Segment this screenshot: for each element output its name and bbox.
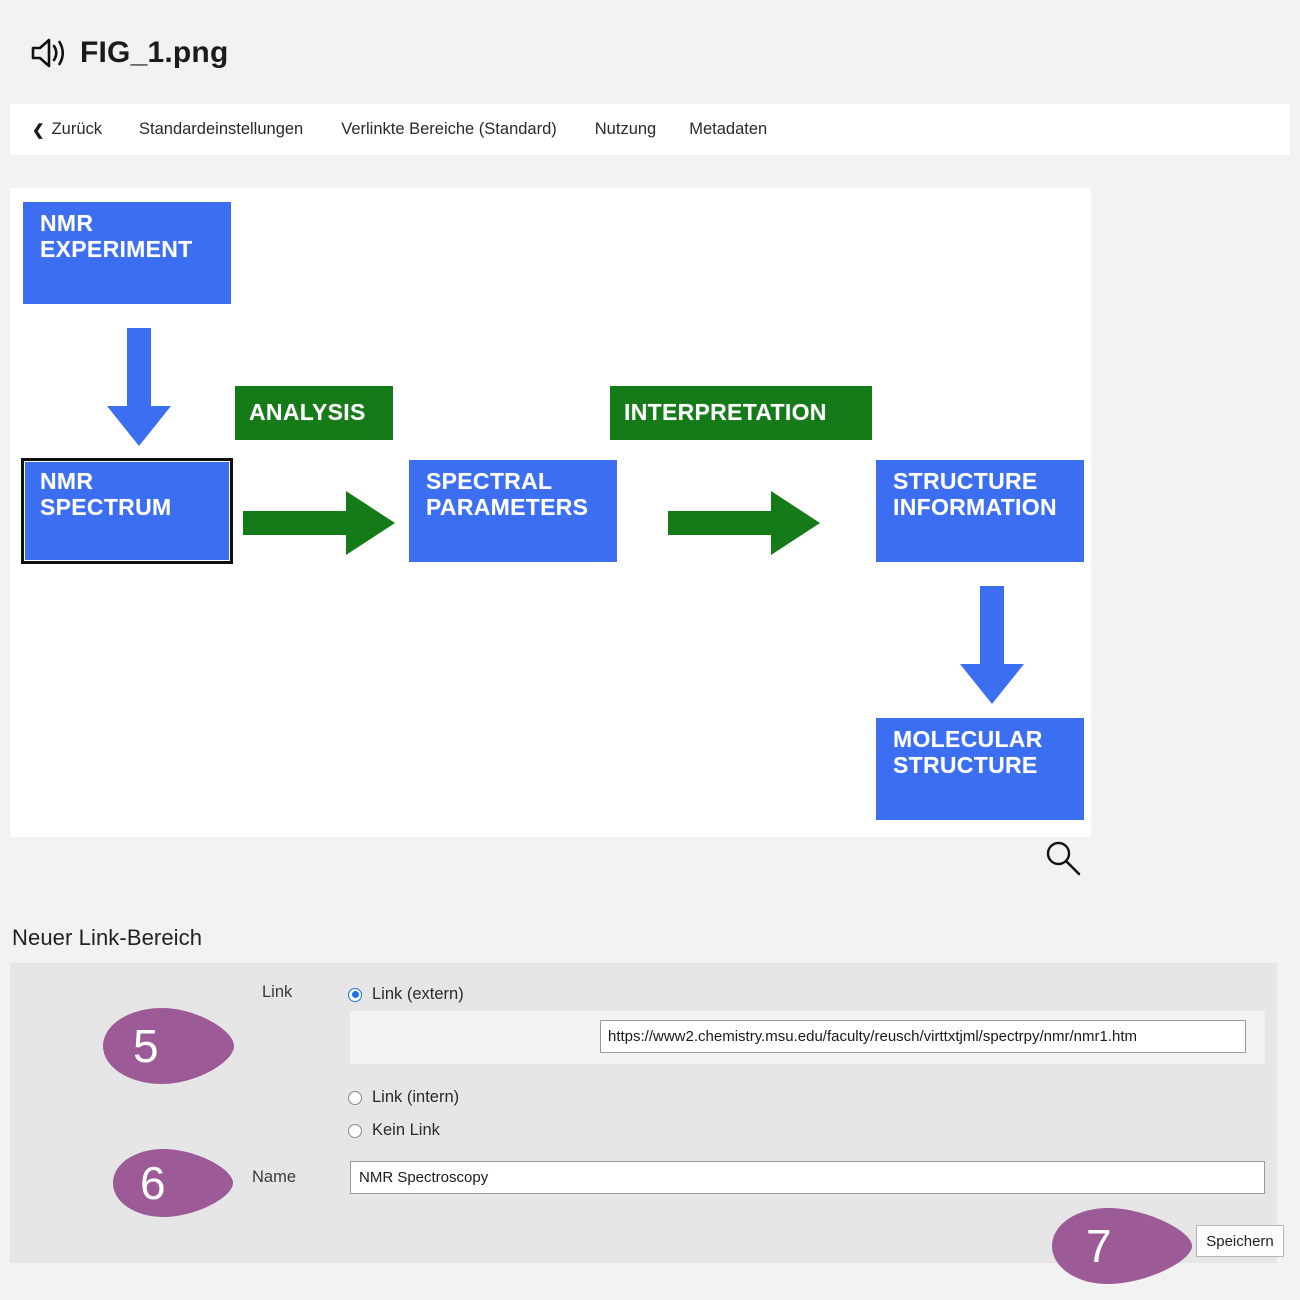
- diagram-box-label: INFORMATION: [893, 493, 1057, 520]
- radio-button-icon[interactable]: [348, 987, 362, 1002]
- diagram-box-label: INTERPRETATION: [624, 399, 827, 426]
- radio-link-extern[interactable]: Link (extern): [348, 985, 464, 1004]
- speaker-sound-icon: [26, 33, 72, 73]
- tab-verlinkte-bereiche[interactable]: Verlinkte Bereiche (Standard): [341, 120, 557, 138]
- diagram-box-label: PARAMETERS: [426, 493, 589, 520]
- diagram-box-label: EXPERIMENT: [40, 235, 193, 262]
- diagram-box-label: NMR: [40, 210, 94, 236]
- diagram-box-label: MOLECULAR: [893, 726, 1043, 752]
- diagram-box-label: NMR: [40, 468, 94, 494]
- tab-standardeinstellungen[interactable]: Standardeinstellungen: [139, 120, 304, 138]
- callout-number: 5: [133, 1020, 159, 1072]
- url-input[interactable]: https://www2.chemistry.msu.edu/faculty/r…: [600, 1020, 1246, 1053]
- section-heading: Neuer Link-Bereich: [12, 925, 203, 950]
- diagram-box-spectral-parameters[interactable]: SPECTRAL PARAMETERS: [409, 460, 617, 562]
- diagram-box-structure-information[interactable]: STRUCTURE INFORMATION: [876, 460, 1084, 562]
- diagram-box-nmr-spectrum[interactable]: NMR SPECTRUM: [23, 460, 231, 562]
- link-field-label: Link: [262, 983, 293, 1001]
- navbar: ❮ Zurück Standardeinstellungen Verlinkte…: [10, 104, 1290, 155]
- diagram-box-label: SPECTRUM: [40, 493, 172, 520]
- diagram-box-nmr-experiment[interactable]: NMR EXPERIMENT: [23, 202, 231, 304]
- diagram-box-label: STRUCTURE: [893, 751, 1038, 778]
- radio-kein-link[interactable]: Kein Link: [348, 1121, 440, 1140]
- callout-marker-6: 6: [110, 1146, 234, 1220]
- magnifier-icon[interactable]: [1043, 838, 1085, 880]
- callout-marker-5: 5: [100, 1006, 234, 1086]
- url-input-subpanel: https://www2.chemistry.msu.edu/faculty/r…: [350, 1011, 1265, 1064]
- tab-nutzung[interactable]: Nutzung: [594, 120, 657, 138]
- radio-button-icon[interactable]: [348, 1090, 362, 1105]
- chevron-left-icon: ❮: [32, 121, 45, 139]
- name-input[interactable]: NMR Spectroscopy: [350, 1161, 1265, 1194]
- arrow-right-icon: [668, 483, 823, 568]
- radio-link-intern[interactable]: Link (intern): [348, 1088, 459, 1107]
- page-header: FIG_1.png: [0, 0, 1300, 105]
- arrow-right-icon: [243, 483, 398, 568]
- diagram-box-label: ANALYSIS: [249, 399, 366, 426]
- diagram-box-analysis[interactable]: ANALYSIS: [235, 386, 393, 440]
- radio-button-icon[interactable]: [348, 1123, 362, 1138]
- diagram-box-label: SPECTRAL: [426, 468, 553, 494]
- save-button[interactable]: Speichern: [1196, 1225, 1284, 1257]
- arrow-down-icon: [956, 586, 1028, 711]
- diagram-box-label: STRUCTURE: [893, 468, 1038, 494]
- nav-back-label: Zurück: [51, 120, 103, 138]
- arrow-down-icon: [103, 328, 175, 453]
- image-preview-panel[interactable]: NMR EXPERIMENT NMR SPECTRUM SPECTRAL PAR…: [10, 188, 1091, 837]
- radio-kein-link-label: Kein Link: [372, 1121, 440, 1139]
- diagram-box-interpretation[interactable]: INTERPRETATION: [610, 386, 872, 440]
- nav-back-button[interactable]: ❮ Zurück: [32, 120, 102, 139]
- page-title: FIG_1.png: [80, 35, 229, 69]
- callout-number: 6: [140, 1157, 166, 1209]
- tab-metadaten[interactable]: Metadaten: [689, 120, 768, 138]
- callout-number: 7: [1086, 1220, 1112, 1272]
- diagram-box-molecular-structure[interactable]: MOLECULAR STRUCTURE: [876, 718, 1084, 820]
- name-field-label: Name: [252, 1168, 297, 1186]
- radio-link-extern-label: Link (extern): [372, 985, 464, 1003]
- callout-marker-7: 7: [1048, 1205, 1193, 1287]
- radio-link-intern-label: Link (intern): [372, 1088, 460, 1106]
